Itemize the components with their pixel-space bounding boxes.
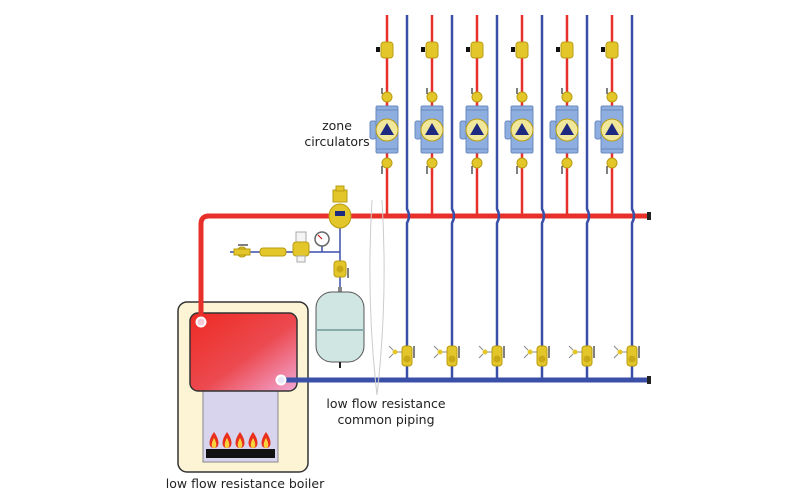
upper-isolation-valve [381, 88, 393, 103]
return-purge-valve [433, 345, 460, 367]
return-riser [450, 15, 456, 380]
flow-check-valve [466, 41, 484, 59]
return-purge-valve [613, 345, 640, 367]
lower-isolation-valve [426, 157, 438, 174]
pump-triangle-icon [605, 123, 619, 135]
ball-valve-makeup [233, 244, 251, 258]
heat-exchanger [189, 312, 298, 392]
burner [206, 449, 275, 458]
flow-check-valve [421, 41, 439, 59]
zone-circulator-pump [414, 105, 444, 154]
return-purge-valve [568, 345, 595, 367]
label-common-piping: low flow resistance common piping [316, 396, 456, 428]
lower-isolation-valve [606, 157, 618, 174]
label-zone-circulators-line2: circulators [304, 134, 370, 149]
zone-circulator-pump [594, 105, 624, 154]
flame-icon [209, 432, 219, 448]
zone-3 [459, 15, 505, 380]
tank-isolation-valve [333, 260, 349, 278]
boiler [177, 301, 309, 473]
label-common-piping-line1: low flow resistance [326, 396, 446, 411]
flow-check-valve [556, 41, 574, 59]
return-end-cap [647, 376, 651, 384]
label-zone-circulators: zone circulators [300, 118, 374, 150]
lower-isolation-valve [516, 157, 528, 174]
zone-6 [594, 15, 640, 380]
label-zone-circulators-line1: zone [322, 118, 352, 133]
return-riser [405, 15, 411, 380]
label-common-piping-line2: common piping [337, 412, 435, 427]
upper-isolation-valve [471, 88, 483, 103]
flow-check-valve [376, 41, 394, 59]
lower-isolation-valve [471, 157, 483, 174]
burner-flames [209, 432, 271, 448]
return-purge-valve [478, 345, 505, 367]
pump-triangle-icon [380, 123, 394, 135]
label-boiler: low flow resistance boiler [165, 476, 325, 491]
zone-circulator-pump [369, 105, 399, 154]
backflow-preventer [259, 247, 287, 257]
pump-triangle-icon [560, 123, 574, 135]
zone-circulator-pump [549, 105, 579, 154]
flame-icon [261, 432, 271, 448]
air-separator [328, 185, 352, 229]
zone-circulator-pump [504, 105, 534, 154]
fill-expansion-assembly [230, 185, 365, 368]
zone-5 [549, 15, 595, 380]
flow-check-valve [511, 41, 529, 59]
flame-icon [248, 432, 258, 448]
zone-4 [504, 15, 550, 380]
lower-isolation-valve [381, 157, 393, 174]
zone-circulator-pump [459, 105, 489, 154]
upper-isolation-valve [606, 88, 618, 103]
upper-isolation-valve [426, 88, 438, 103]
return-riser [585, 15, 591, 380]
return-riser [540, 15, 546, 380]
expansion-tank [315, 287, 365, 368]
flow-check-valve [601, 41, 619, 59]
return-riser [495, 15, 501, 380]
return-inlet [275, 374, 287, 386]
pump-triangle-icon [515, 123, 529, 135]
zone-2 [414, 15, 460, 380]
return-riser [630, 15, 636, 380]
pressure-reducing-valve [292, 231, 310, 263]
supply-outlet [195, 316, 207, 328]
zone-circuits [369, 15, 640, 380]
return-purge-valve [523, 345, 550, 367]
pump-triangle-icon [470, 123, 484, 135]
return-purge-valve [388, 345, 415, 367]
upper-isolation-valve [516, 88, 528, 103]
common-piping-bracket [369, 199, 385, 396]
supply-pipe-boiler [198, 213, 648, 320]
pressure-gauge [314, 231, 330, 252]
supply-end-cap [647, 212, 651, 220]
lower-isolation-valve [561, 157, 573, 174]
upper-isolation-valve [561, 88, 573, 103]
flame-icon [222, 432, 232, 448]
flame-icon [235, 432, 245, 448]
pump-triangle-icon [425, 123, 439, 135]
zone-1 [369, 15, 415, 380]
